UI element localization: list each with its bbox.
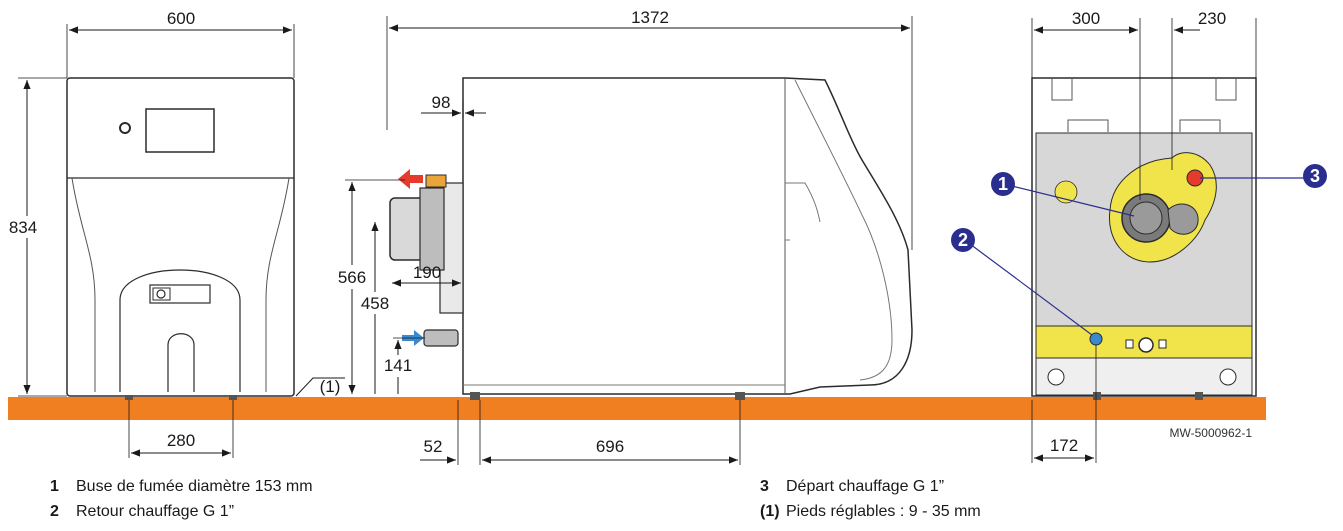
back-right-dim: 230 bbox=[1198, 9, 1226, 28]
side-length-dim: 1372 bbox=[631, 8, 669, 27]
adjustable-feet-marker: (1) bbox=[320, 377, 341, 396]
callout-3-label: 3 bbox=[1310, 166, 1320, 186]
legend-key: 3 bbox=[760, 478, 769, 495]
front-display-screen bbox=[145, 108, 215, 153]
side-burner-height-dim: 458 bbox=[361, 294, 389, 313]
callout-2-label: 2 bbox=[958, 230, 968, 250]
flow-red-arrow bbox=[398, 169, 423, 189]
side-burner-offset-dim: 98 bbox=[432, 93, 451, 112]
reference-code: MW-5000962-1 bbox=[1170, 426, 1253, 440]
legend-key: (1) bbox=[760, 503, 780, 520]
side-return-height-dim: 141 bbox=[384, 356, 412, 375]
front-power-knob bbox=[119, 122, 131, 134]
callout-3 bbox=[1303, 164, 1327, 188]
side-feet-dim: 696 bbox=[596, 437, 624, 456]
legend-text: Départ chauffage G 1” bbox=[786, 478, 945, 495]
back-view bbox=[1031, 77, 1257, 400]
front-feet-dim: 280 bbox=[167, 431, 195, 450]
legend-item-4: (1) Pieds réglables : 9 - 35 mm bbox=[760, 503, 981, 521]
legend-key: 1 bbox=[50, 478, 59, 495]
back-return-dim: 172 bbox=[1050, 436, 1078, 455]
legend-text: Pieds réglables : 9 - 35 mm bbox=[786, 503, 981, 520]
side-flow-height-dim: 566 bbox=[338, 268, 366, 287]
legend-key: 2 bbox=[50, 503, 59, 520]
legend-text: Buse de fumée diamètre 153 mm bbox=[76, 478, 313, 495]
floor-strip bbox=[8, 397, 1266, 420]
front-view bbox=[66, 77, 295, 400]
callout-2 bbox=[951, 228, 975, 252]
legend-item-3: 3 Départ chauffage G 1” bbox=[760, 478, 944, 496]
legend-item-1: 1 Buse de fumée diamètre 153 mm bbox=[50, 478, 313, 496]
side-foot-offset-dim: 52 bbox=[424, 437, 443, 456]
side-burner-depth-dim: 190 bbox=[413, 263, 441, 282]
side-view bbox=[389, 77, 913, 400]
callout-1 bbox=[991, 172, 1015, 196]
legend-item-2: 2 Retour chauffage G 1” bbox=[50, 503, 234, 521]
front-height-dim: 834 bbox=[9, 218, 37, 237]
front-width-dim: 600 bbox=[167, 9, 195, 28]
legend-text: Retour chauffage G 1” bbox=[76, 503, 235, 520]
back-left-dim: 300 bbox=[1072, 9, 1100, 28]
callout-1-label: 1 bbox=[998, 174, 1008, 194]
front-control-plate bbox=[149, 284, 211, 304]
